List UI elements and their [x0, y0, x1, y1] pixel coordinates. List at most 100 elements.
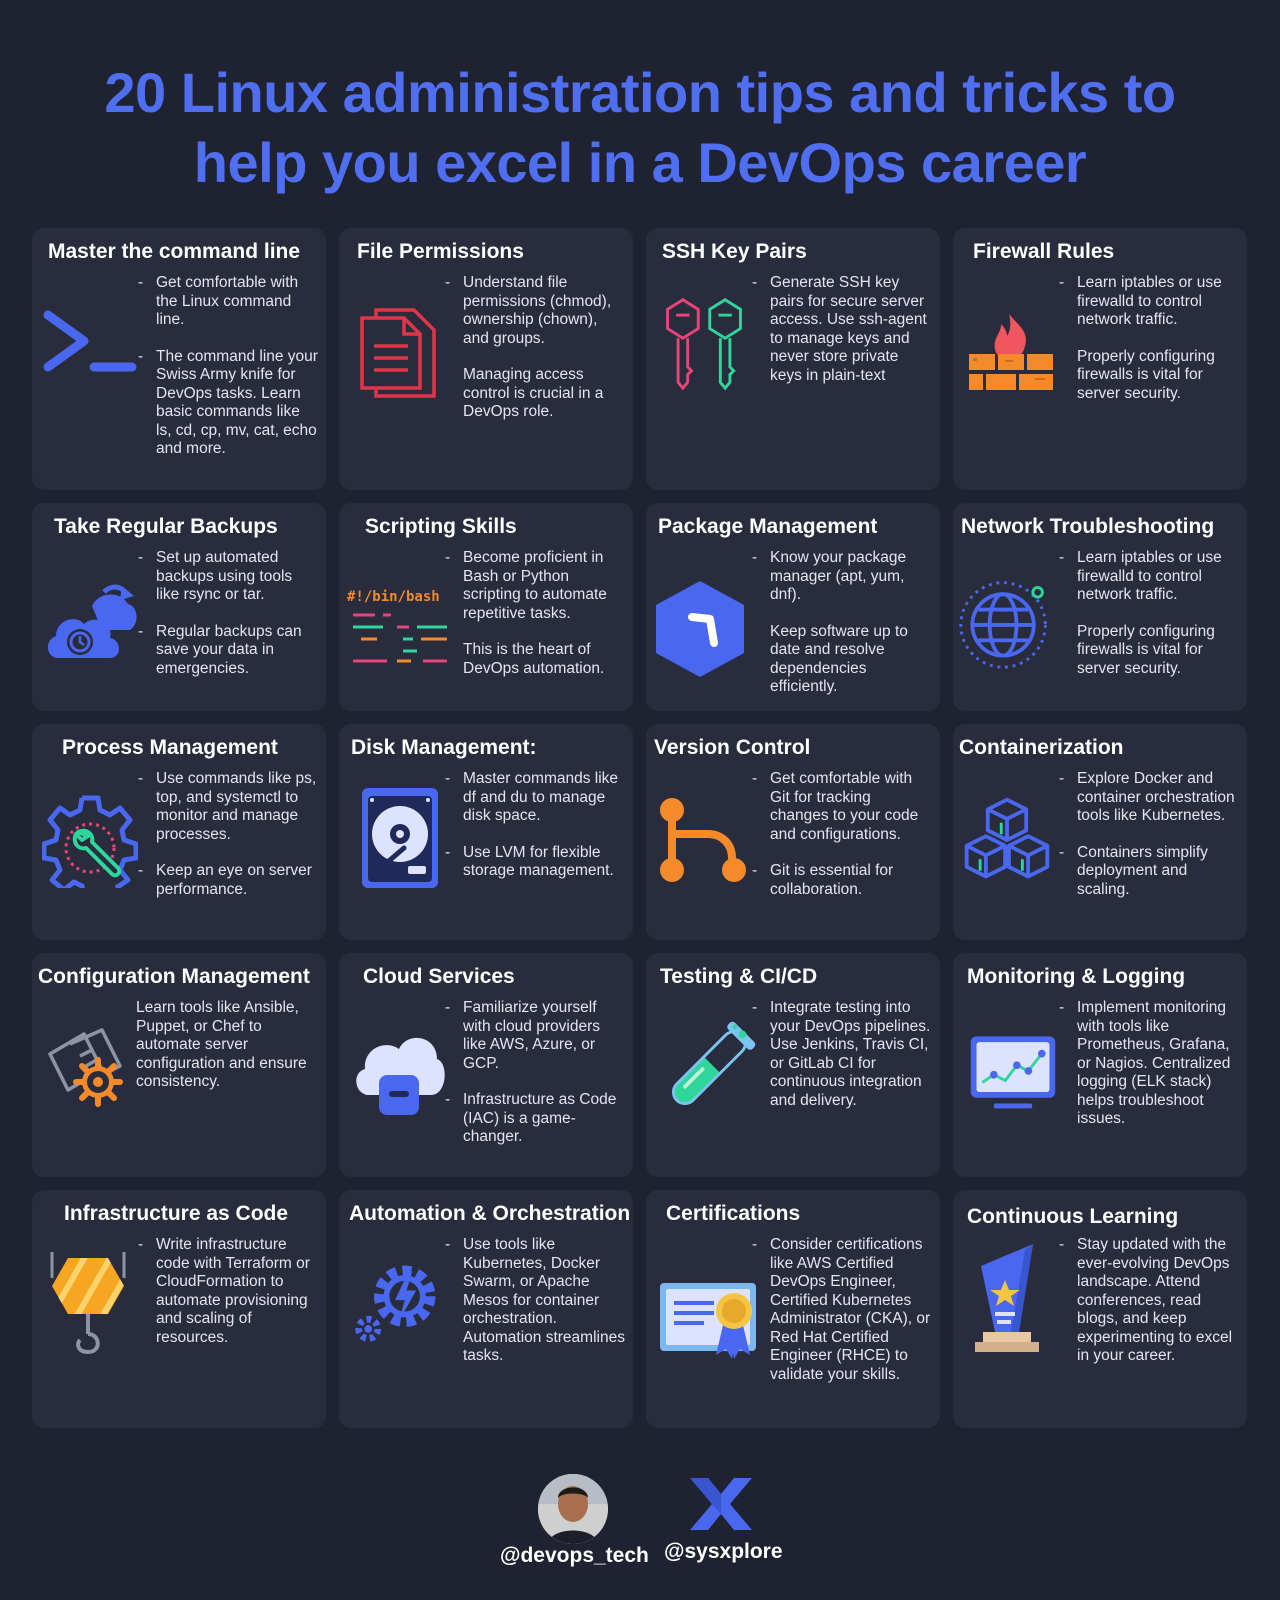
card-paragraph: Git is essential for collaboration.: [750, 862, 932, 899]
card-paragraph: The command line your Swiss Army knife f…: [136, 348, 318, 459]
card-text: Get comfortable with the Linux command l…: [136, 274, 318, 477]
card-paragraph: Set up automated backups using tools lik…: [136, 549, 318, 605]
tip-card-monitoring: Monitoring & Logging Implement monitorin…: [953, 953, 1247, 1177]
cloud-server-icon: [351, 1019, 447, 1119]
firewall-icon: [963, 298, 1059, 398]
gear-bolt-icon: [349, 1252, 445, 1352]
card-paragraph: Use LVM for flexible storage management.: [443, 844, 625, 881]
card-paragraph: Understand file permissions (chmod), own…: [443, 274, 625, 348]
certificate-icon: [658, 1266, 762, 1366]
card-text: Implement monitoring with tools like Pro…: [1057, 999, 1239, 1147]
tip-card-configuration: Configuration Management Learn tools lik…: [32, 953, 326, 1177]
card-title: Continuous Learning: [967, 1205, 1179, 1228]
tip-card-iac: Infrastructure as Code Write infrastruct…: [32, 1190, 326, 1428]
page-title: 20 Linux administration tips and tricks …: [0, 58, 1280, 198]
card-text: Master commands like df and du to manage…: [443, 770, 625, 899]
monitor-chart-icon: [965, 1019, 1061, 1119]
card-paragraph: Regular backups can save your data in em…: [136, 623, 318, 679]
bash-shebang-text: #!/bin/bash: [347, 589, 440, 605]
card-paragraph: Integrate testing into your DevOps pipel…: [750, 999, 932, 1110]
globe-icon: [957, 573, 1053, 673]
package-hexagon-icon: [652, 579, 748, 679]
tips-row: Process Management Use commands like ps,…: [32, 724, 1248, 940]
card-text: Write infrastructure code with Terraform…: [136, 1236, 318, 1365]
card-paragraph: Learn iptables or use firewalld to contr…: [1057, 274, 1239, 330]
card-paragraph: Get comfortable with the Linux command l…: [136, 274, 318, 330]
handle-sysxplore[interactable]: @sysxplore: [664, 1540, 783, 1563]
card-paragraph: Get comfortable with Git for tracking ch…: [750, 770, 932, 844]
card-paragraph: Properly configuring firewalls is vital …: [1077, 347, 1215, 402]
card-paragraph: Keep software up to date and resolve dep…: [770, 622, 908, 696]
tips-grid: Master the command line Get comfortable …: [32, 228, 1248, 1441]
card-title: Containerization: [959, 736, 1124, 759]
document-icon: [349, 302, 445, 402]
card-text: Learn iptables or use firewalld to contr…: [1057, 274, 1239, 421]
cubes-icon: [959, 790, 1055, 890]
card-paragraph: Managing access control is crucial in a …: [463, 366, 604, 420]
tip-card-file-permissions: File Permissions Understand file permiss…: [339, 228, 633, 490]
card-text: Set up automated backups using tools lik…: [136, 549, 318, 696]
card-text: Know your package manager (apt, yum, dnf…: [750, 549, 932, 711]
card-paragraph: Learn tools like Ansible, Puppet, or Che…: [136, 999, 307, 1090]
card-paragraph: Generate SSH key pairs for secure server…: [750, 274, 932, 385]
card-paragraph: This is the heart of DevOps automation.: [463, 641, 605, 677]
card-title: Package Management: [658, 515, 878, 538]
card-text: Familiarize yourself with cloud provider…: [443, 999, 625, 1165]
title-line-2: help you excel in a DevOps career: [193, 131, 1087, 194]
tip-card-network: Network Troubleshooting Learn iptables o…: [953, 503, 1247, 711]
card-title: Scripting Skills: [365, 515, 517, 538]
tips-row: Master the command line Get comfortable …: [32, 228, 1248, 490]
card-title: Disk Management:: [351, 736, 537, 759]
card-paragraph: Master commands like df and du to manage…: [443, 770, 625, 826]
card-paragraph: Know your package manager (apt, yum, dnf…: [750, 549, 932, 605]
card-text: Learn tools like Ansible, Puppet, or Che…: [136, 999, 318, 1110]
tip-card-version-control: Version Control Get comfortable with Git…: [646, 724, 940, 940]
card-paragraph: Write infrastructure code with Terraform…: [136, 1236, 318, 1347]
tip-card-cloud-services: Cloud Services Familiarize yourself with…: [339, 953, 633, 1177]
keys-icon: [656, 292, 752, 392]
tip-card-automation: Automation & Orchestration Use tools lik…: [339, 1190, 633, 1428]
card-title: Version Control: [654, 736, 811, 759]
card-title: Testing & CI/CD: [660, 965, 818, 988]
hard-disk-icon: [349, 788, 445, 888]
tip-card-scripting: Scripting Skills #!/bin/bash Become prof…: [339, 503, 633, 711]
card-text: Get comfortable with Git for tracking ch…: [750, 770, 932, 917]
tip-card-disk: Disk Management: Master commands like df…: [339, 724, 633, 940]
card-text: Use tools like Kubernetes, Docker Swarm,…: [443, 1236, 625, 1384]
gear-wrench-icon: [42, 788, 138, 888]
card-title: Network Troubleshooting: [961, 515, 1215, 538]
card-paragraph: Keep an eye on server performance.: [136, 862, 318, 899]
card-paragraph: Implement monitoring with tools like Pro…: [1057, 999, 1239, 1129]
tip-card-firewall: Firewall Rules Learn iptables or use fir…: [953, 228, 1247, 490]
card-text: Consider certifications like AWS Certifi…: [750, 1236, 932, 1402]
card-paragraph: Consider certifications like AWS Certifi…: [750, 1236, 932, 1384]
card-title: Master the command line: [48, 240, 301, 263]
card-title: Process Management: [62, 736, 278, 759]
tip-card-certifications: Certifications Consider certifications l…: [646, 1190, 940, 1428]
sysxplore-logo-icon: [688, 1474, 754, 1539]
card-title: Firewall Rules: [973, 240, 1115, 263]
tips-row: Configuration Management Learn tools lik…: [32, 953, 1248, 1177]
card-title: Monitoring & Logging: [967, 965, 1186, 988]
card-text: Become proficient in Bash or Python scri…: [443, 549, 625, 696]
card-paragraph: Become proficient in Bash or Python scri…: [443, 549, 625, 623]
card-text: Explore Docker and container orchestrati…: [1057, 770, 1239, 917]
card-text: Generate SSH key pairs for secure server…: [750, 274, 932, 403]
tip-card-package-management: Package Management Know your package man…: [646, 503, 940, 711]
handle-devops-tech[interactable]: @devops_tech: [500, 1544, 649, 1567]
title-line-1: 20 Linux administration tips and tricks …: [104, 61, 1176, 124]
card-title: File Permissions: [357, 240, 524, 263]
card-title: Configuration Management: [38, 965, 310, 988]
card-paragraph: Familiarize yourself with cloud provider…: [443, 999, 625, 1073]
card-text: Integrate testing into your DevOps pipel…: [750, 999, 932, 1128]
tips-row: Take Regular Backups Set up automated ba…: [32, 503, 1248, 711]
card-title: Cloud Services: [363, 965, 515, 988]
card-title: Infrastructure as Code: [64, 1202, 289, 1225]
card-paragraph: Infrastructure as Code (IAC) is a game-c…: [443, 1091, 625, 1147]
card-text: Use commands like ps, top, and systemctl…: [136, 770, 318, 917]
tip-card-command-line: Master the command line Get comfortable …: [32, 228, 326, 490]
test-tube-icon: [660, 1019, 756, 1119]
card-paragraph: Properly configuring firewalls is vital …: [1077, 622, 1215, 677]
card-title: Certifications: [666, 1202, 801, 1225]
avatar: [538, 1474, 608, 1544]
